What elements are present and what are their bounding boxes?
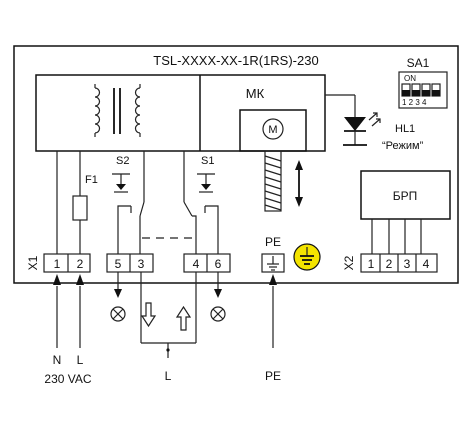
limit-switch-s2-icon [112,173,130,193]
stroke-arrow-icon [295,160,303,207]
sa1-positions-label: 1 2 3 4 [402,98,427,107]
ground-icon [293,243,321,271]
lamp-output-6 [210,272,226,322]
voltage-label: 230 VAC [44,372,91,386]
brp-label: БРП [393,189,418,203]
down-arrow-icon [140,302,157,328]
s2-label: S2 [116,155,129,167]
terminal-x2-3: 3 [404,257,411,271]
control-line-label: L [165,369,172,383]
motor-label: M [268,124,277,136]
terminal-x2-4: 4 [423,257,430,271]
direction-wires [140,272,197,358]
terminal-x1-5: 5 [115,257,122,271]
device-title: TSL-XXXX-XX-1R(1RS)-230 [153,53,318,68]
motor-icon [262,118,284,140]
sa1-on-label: ON [404,74,416,83]
terminal-x1-1: 1 [54,257,61,271]
fuse-f1-icon [72,195,88,221]
fuse-f1-label: F1 [85,174,98,186]
rezhim-label: “Режим” [382,140,424,152]
terminal-x1-4: 4 [193,257,200,271]
sa1-label: SA1 [407,56,430,70]
power-input-wires [53,274,84,348]
line-label: L [77,353,84,367]
mk-label: МК [246,86,265,101]
terminal-x2-2: 2 [386,257,393,271]
screw-shaft [264,150,282,212]
led-indicator-icon [325,94,381,146]
dip-switch-sa1 [398,71,448,109]
pe-label: PE [265,235,281,249]
x1-label: X1 [26,255,40,270]
neutral-label: N [53,353,62,367]
terminal-block-x1 [43,253,285,273]
x2-label: X2 [342,255,356,270]
controller-block [35,74,326,152]
transformer-symbol [94,84,141,137]
up-arrow-icon [175,305,192,331]
hl1-label: HL1 [395,123,415,135]
terminal-x1-2: 2 [77,257,84,271]
device-enclosure [13,45,459,284]
lamp-output-5 [110,272,126,322]
terminal-x1-3: 3 [138,257,145,271]
terminal-block-x2 [360,253,438,273]
terminal-x1-6: 6 [215,257,222,271]
terminal-x2-1: 1 [368,257,375,271]
pe-terminal-icon [267,256,279,271]
s1-label: S1 [201,155,214,167]
pe-bottom-label: PE [265,369,281,383]
limit-switch-s1-icon [197,173,215,193]
